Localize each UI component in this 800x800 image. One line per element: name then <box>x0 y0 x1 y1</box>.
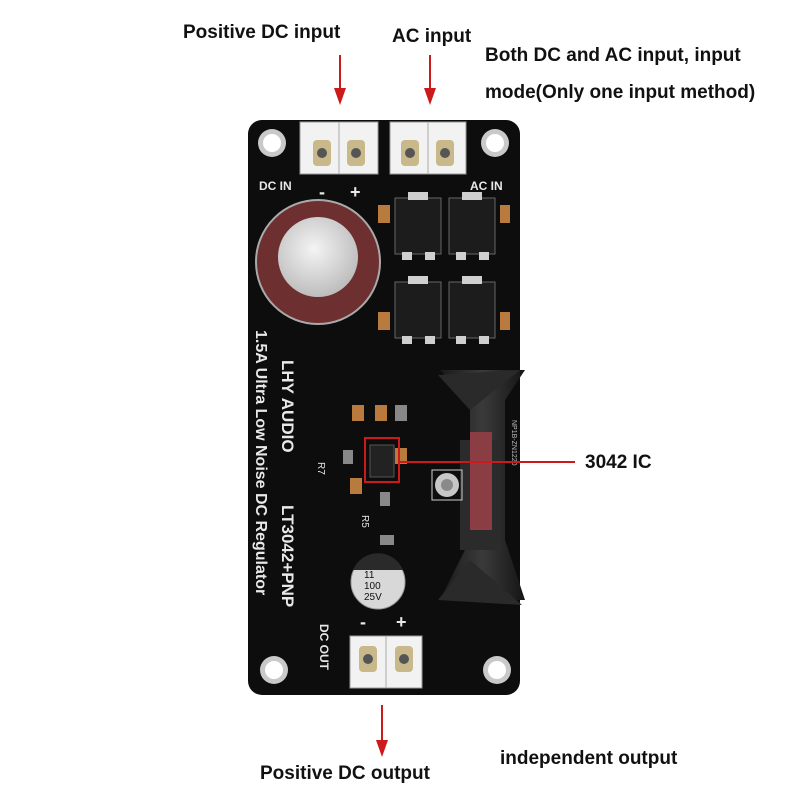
brand-silk: LHY AUDIO <box>278 360 297 453</box>
smd-component <box>350 478 362 494</box>
dc-in-minus-silk: - <box>319 182 325 202</box>
dc-in-silk: DC IN <box>259 179 292 193</box>
smd-component <box>380 535 394 545</box>
smd-component <box>343 450 353 464</box>
smd-component <box>395 405 407 421</box>
lt3042-chip <box>369 444 395 478</box>
ac-in-terminal <box>389 121 467 175</box>
ac-in-silk: AC IN <box>470 179 503 193</box>
output-capacitor: 11 100 25V <box>350 553 406 610</box>
smd-component <box>500 312 510 330</box>
dc-output-arrow <box>376 705 388 757</box>
rectifier-diode <box>448 192 496 260</box>
both-input-note-line2: mode(Only one input method) <box>485 82 756 103</box>
r7-silk: R7 <box>315 462 326 475</box>
dc-in-terminal <box>299 121 379 175</box>
description-silk: 1.5A Ultra Low Noise DC Regulator <box>252 330 269 595</box>
cap-marking-1: 11 <box>364 570 375 581</box>
both-input-note-line1: Both DC and AC input, input <box>485 45 741 66</box>
smd-component <box>352 405 364 421</box>
ac-input-label: AC input <box>392 26 472 47</box>
dc-out-terminal <box>349 635 423 689</box>
positive-dc-output-label: Positive DC output <box>260 763 430 784</box>
smd-component <box>375 405 387 421</box>
model-silk: LT3042+PNP <box>278 505 297 607</box>
mounting-hole-icon <box>481 129 509 157</box>
ic-callout-label: 3042 IC <box>585 452 652 473</box>
pnp-transistor <box>431 432 492 530</box>
dc-out-minus-silk: - <box>360 612 366 632</box>
smd-component <box>500 205 510 223</box>
smd-component <box>378 205 390 223</box>
cap-marking-2: 100 <box>364 581 381 592</box>
ac-input-arrow <box>424 55 436 105</box>
r5-silk: R5 <box>359 515 370 528</box>
rectifier-diode <box>394 276 442 344</box>
independent-output-label: independent output <box>500 748 678 769</box>
dc-input-arrow <box>334 55 346 105</box>
dc-out-plus-silk: + <box>396 612 407 632</box>
positive-dc-input-label: Positive DC input <box>183 22 341 43</box>
mounting-hole-icon <box>258 129 286 157</box>
smd-component <box>378 312 390 330</box>
smd-component <box>380 492 390 506</box>
heatsink-tiny-silk: NP1B-ZN1220 <box>510 420 517 466</box>
dc-in-plus-silk: + <box>350 182 361 202</box>
mounting-hole-icon <box>260 656 288 684</box>
rectifier-diode <box>448 276 496 344</box>
mounting-hole-icon <box>483 656 511 684</box>
dc-out-silk: DC OUT <box>317 624 331 671</box>
cap-marking-3: 25V <box>364 592 382 603</box>
ic-highlight-box <box>364 437 400 483</box>
bulk-capacitor <box>255 199 381 325</box>
rectifier-diode <box>394 192 442 260</box>
